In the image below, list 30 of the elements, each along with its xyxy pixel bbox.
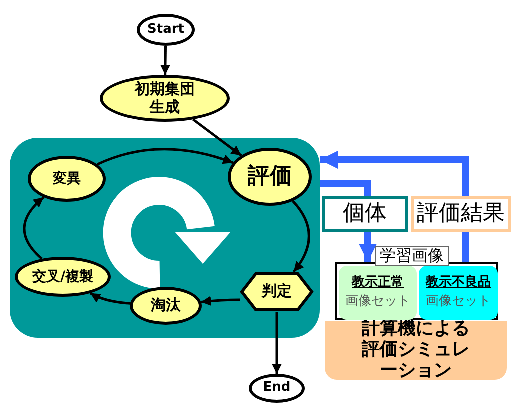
arrow xyxy=(201,296,240,306)
arrow xyxy=(292,200,310,273)
label-box: 評価結果 xyxy=(411,196,511,232)
cell-text: 画像セット xyxy=(426,295,491,310)
arrow xyxy=(320,151,470,196)
arrow xyxy=(272,312,282,374)
image-set-panel xyxy=(419,266,498,320)
arrow xyxy=(160,46,170,76)
cell-text: 画像セット xyxy=(346,295,410,310)
image-set-panel xyxy=(339,266,417,320)
frame-label: 学習画像 xyxy=(375,246,449,266)
arrow xyxy=(23,196,45,260)
terminal-ellipse: Start xyxy=(137,14,195,46)
arrow xyxy=(96,148,234,166)
terminal-ellipse: End xyxy=(249,374,305,403)
label-box: 個体 xyxy=(322,196,408,232)
cell-heading: 教示不良品 xyxy=(426,276,491,291)
process-ellipse: 変異 xyxy=(28,156,106,202)
connector-line xyxy=(320,180,372,196)
cell-heading: 教示正常 xyxy=(352,276,404,291)
process-ellipse: 初期集団生成 xyxy=(100,75,230,122)
process-ellipse: 評価 xyxy=(228,148,312,206)
process-ellipse: 交叉/複製 xyxy=(15,257,111,297)
process-ellipse: 淘汰 xyxy=(130,287,202,325)
arrow xyxy=(90,292,130,305)
decision-hexagon xyxy=(240,272,314,312)
connector-line xyxy=(462,232,470,262)
decision-label: 判定 xyxy=(262,283,292,301)
simulation-panel: 計算機による評価シミュレーション xyxy=(325,321,507,380)
arrow xyxy=(359,232,377,262)
